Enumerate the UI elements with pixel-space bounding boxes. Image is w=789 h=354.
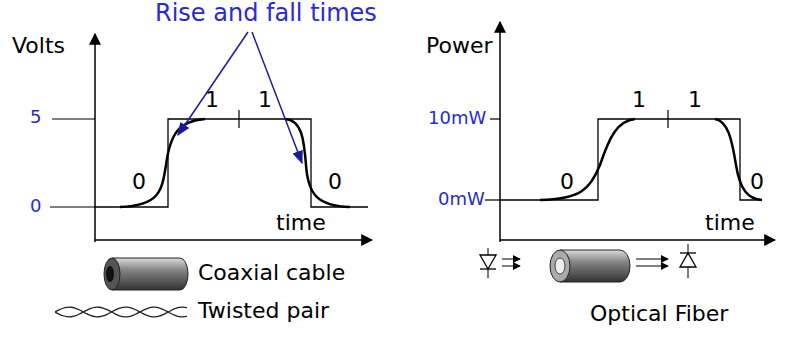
coaxial-cable-icon — [104, 258, 188, 290]
bit-value: 0 — [132, 170, 146, 194]
bit-value: 0 — [750, 170, 764, 194]
bit-value: 1 — [205, 88, 219, 112]
bit-value: 0 — [560, 170, 574, 194]
bit-value: 1 — [258, 88, 272, 112]
tick-value: 0 — [30, 196, 41, 216]
tick-value: 10mW — [428, 108, 486, 128]
optical-link-icon — [480, 244, 696, 282]
callout-arrows — [178, 32, 302, 163]
medium-name: Coaxial cable — [198, 261, 345, 285]
medium-name: Optical Fiber — [590, 302, 728, 326]
axis-label: Power — [426, 34, 493, 58]
tick-value: 0mW — [438, 189, 485, 209]
medium-name: Twisted pair — [198, 299, 329, 323]
axis-label: Volts — [12, 34, 65, 58]
bit-value: 1 — [632, 88, 646, 112]
callout-title: Rise and fall times — [155, 0, 377, 26]
power-plot — [485, 22, 775, 242]
bit-value: 1 — [688, 88, 702, 112]
voltage-plot — [50, 34, 372, 242]
axis-label: time — [705, 211, 755, 235]
tick-value: 5 — [30, 107, 41, 127]
axis-label: time — [276, 211, 326, 235]
bit-value: 0 — [328, 170, 342, 194]
twisted-pair-icon — [55, 307, 187, 317]
